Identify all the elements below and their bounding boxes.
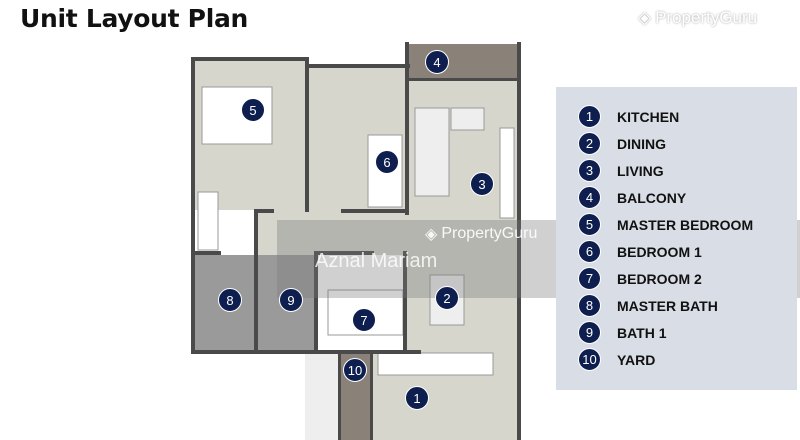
sofa xyxy=(414,107,450,197)
legend-number: 1 xyxy=(578,105,601,128)
marker-yard: 10 xyxy=(343,358,367,382)
propertyguru-watermark: ◈PropertyGuru xyxy=(425,224,537,244)
tv-console xyxy=(499,127,515,219)
marker-bath-1: 9 xyxy=(279,288,303,312)
legend-item: 4 BALCONY xyxy=(578,186,686,209)
coffee-table xyxy=(450,107,485,131)
legend-label: MASTER BATH xyxy=(617,297,718,314)
legend-number: 6 xyxy=(578,240,601,263)
legend-item: 3 LIVING xyxy=(578,159,664,182)
legend-number: 3 xyxy=(578,159,601,182)
propertyguru-logo-icon: ◈ xyxy=(638,8,652,27)
legend-label: BEDROOM 1 xyxy=(617,243,702,260)
legend-number: 8 xyxy=(578,294,601,317)
marker-master-bath: 8 xyxy=(218,288,242,312)
legend-item: 5 MASTER BEDROOM xyxy=(578,213,753,236)
legend-number: 4 xyxy=(578,186,601,209)
drying-area xyxy=(305,353,340,440)
walls xyxy=(191,42,521,440)
legend-label: BEDROOM 2 xyxy=(617,270,702,287)
legend-label: MASTER BEDROOM xyxy=(617,216,754,233)
legend-item: 2 DINING xyxy=(578,132,666,155)
marker-master-bedroom: 5 xyxy=(241,98,265,122)
logo-text: PropertyGuru xyxy=(655,8,758,27)
legend-item: 9 BATH 1 xyxy=(578,321,667,344)
legend-label: LIVING xyxy=(617,162,664,179)
marker-bedroom-1: 6 xyxy=(375,150,399,174)
legend-label: KITCHEN xyxy=(617,108,680,125)
watermark-text: PropertyGuru xyxy=(441,225,538,242)
corridor-floor xyxy=(258,210,520,255)
legend-number: 9 xyxy=(578,321,601,344)
kitchen-counter xyxy=(377,352,494,376)
marker-living: 3 xyxy=(470,172,494,196)
legend-number: 2 xyxy=(578,132,601,155)
legend-label: BALCONY xyxy=(617,189,687,206)
wardrobe xyxy=(197,191,219,251)
marker-balcony: 4 xyxy=(425,50,449,74)
marker-kitchen: 1 xyxy=(405,386,429,410)
legend-item: 7 BEDROOM 2 xyxy=(578,267,702,290)
propertyguru-logo: ◈PropertyGuru xyxy=(638,8,757,28)
legend-label: BATH 1 xyxy=(617,324,667,341)
legend-item: 1 KITCHEN xyxy=(578,105,679,128)
legend-number: 5 xyxy=(578,213,601,236)
propertyguru-watermark-icon: ◈ xyxy=(425,226,438,243)
legend-number: 10 xyxy=(578,348,601,371)
legend-item: 8 MASTER BATH xyxy=(578,294,718,317)
legend-item: 10 YARD xyxy=(578,348,655,371)
marker-bedroom-2: 7 xyxy=(352,308,376,332)
legend-label: YARD xyxy=(617,351,656,368)
page-title: Unit Layout Plan xyxy=(20,4,249,33)
marker-dining: 2 xyxy=(435,286,459,310)
legend-number: 7 xyxy=(578,267,601,290)
legend-label: DINING xyxy=(617,135,666,152)
agent-watermark: Aznal Mariam xyxy=(315,250,438,272)
legend-item: 6 BEDROOM 1 xyxy=(578,240,702,263)
